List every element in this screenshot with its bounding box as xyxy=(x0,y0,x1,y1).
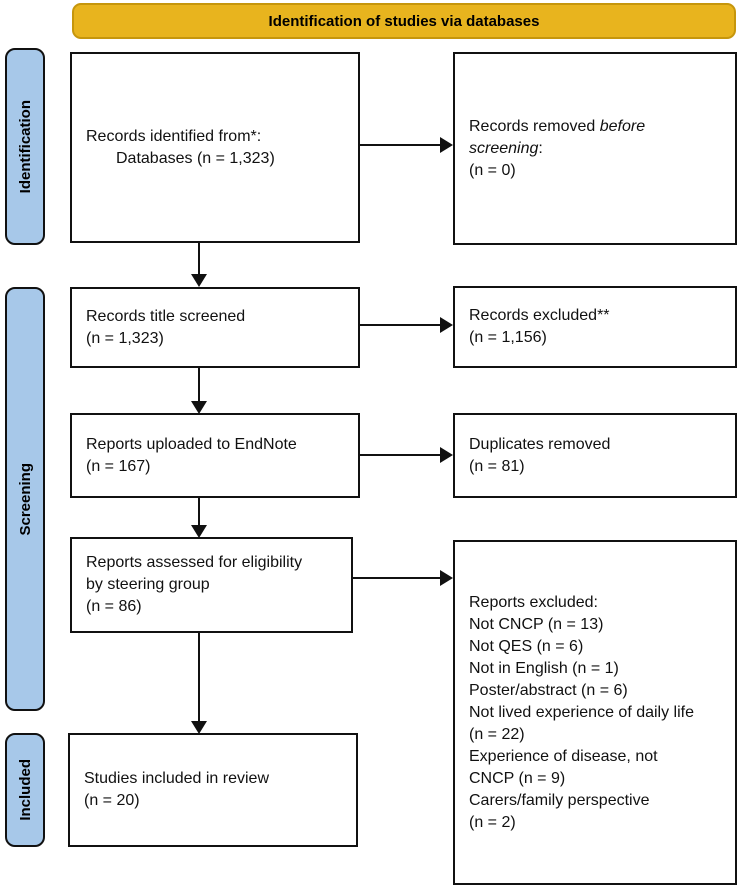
box-line: Studies included in review xyxy=(84,770,269,787)
box-line: (n = 167) xyxy=(86,457,151,475)
box-line: Carers/family perspective xyxy=(469,791,650,809)
box-line: Not QES (n = 6) xyxy=(469,637,584,655)
box-line: Not CNCP (n = 13) xyxy=(469,615,604,633)
italic-text: screening xyxy=(469,139,539,157)
arrowhead-right-icon xyxy=(440,570,453,586)
box-duplicates-removed: Duplicates removed (n = 81) xyxy=(453,413,737,498)
box-line: Poster/abstract (n = 6) xyxy=(469,681,628,699)
box-line: Reports excluded: xyxy=(469,593,598,611)
arrowhead-right-icon xyxy=(440,317,453,333)
box-line: (n = 2) xyxy=(469,813,516,831)
box-reports-uploaded-endnote: Reports uploaded to EndNote (n = 167) xyxy=(70,413,360,498)
box-line: Records removed before xyxy=(469,117,646,135)
arrowhead-right-icon xyxy=(440,447,453,463)
box-reports-assessed-eligibility: Reports assessed for eligibility by stee… xyxy=(70,537,353,633)
arrowhead-down-icon xyxy=(191,401,207,414)
box-line: CNCP (n = 9) xyxy=(469,769,566,787)
box-line: (n = 1,156) xyxy=(469,329,547,346)
box-line: (n = 81) xyxy=(469,457,525,475)
box-line: Records excluded** xyxy=(469,307,610,324)
box-records-removed-before-screening: Records removed before screening: (n = 0… xyxy=(453,52,737,245)
arrowhead-down-icon xyxy=(191,274,207,287)
italic-text: before xyxy=(599,117,646,135)
banner-title: Identification of studies via databases xyxy=(268,12,540,30)
arrowhead-down-icon xyxy=(191,525,207,538)
arrowhead-right-icon xyxy=(440,137,453,153)
box-line: Databases (n = 1,323) xyxy=(116,149,275,167)
box-line: Experience of disease, not xyxy=(469,747,658,765)
box-line: Records title screened xyxy=(86,307,246,325)
stage-label-text: Included xyxy=(16,759,34,821)
arrowhead-down-icon xyxy=(191,721,207,734)
box-line: (n = 86) xyxy=(86,598,142,615)
box-line: by steering group xyxy=(86,576,210,593)
box-line: (n = 1,323) xyxy=(86,329,164,347)
stage-label-text: Screening xyxy=(16,462,34,536)
stage-label-screening: Screening xyxy=(5,287,45,711)
box-line: Reports uploaded to EndNote xyxy=(86,435,297,453)
box-line: Records identified from*: xyxy=(86,127,262,145)
box-line: Not in English (n = 1) xyxy=(469,659,619,677)
box-records-title-screened: Records title screened (n = 1,323) xyxy=(70,287,360,368)
box-reports-excluded-reasons: Reports excluded: Not CNCP (n = 13) Not … xyxy=(453,540,737,885)
box-records-identified: Records identified from*: Databases (n =… xyxy=(70,52,360,243)
box-line: (n = 22) xyxy=(469,725,525,743)
stage-label-included: Included xyxy=(5,733,45,847)
box-line: screening: xyxy=(469,139,543,157)
box-studies-included-review: Studies included in review (n = 20) xyxy=(68,733,358,847)
box-line: Reports assessed for eligibility xyxy=(86,554,303,571)
box-line: Duplicates removed xyxy=(469,435,611,453)
box-records-excluded: Records excluded** (n = 1,156) xyxy=(453,286,737,368)
stage-label-text: Identification xyxy=(16,99,34,194)
box-line: Not lived experience of daily life xyxy=(469,703,695,721)
box-line: (n = 20) xyxy=(84,792,140,809)
stage-label-identification: Identification xyxy=(5,48,45,245)
banner-identification-via-databases: Identification of studies via databases xyxy=(72,3,736,39)
box-line: (n = 0) xyxy=(469,161,516,179)
